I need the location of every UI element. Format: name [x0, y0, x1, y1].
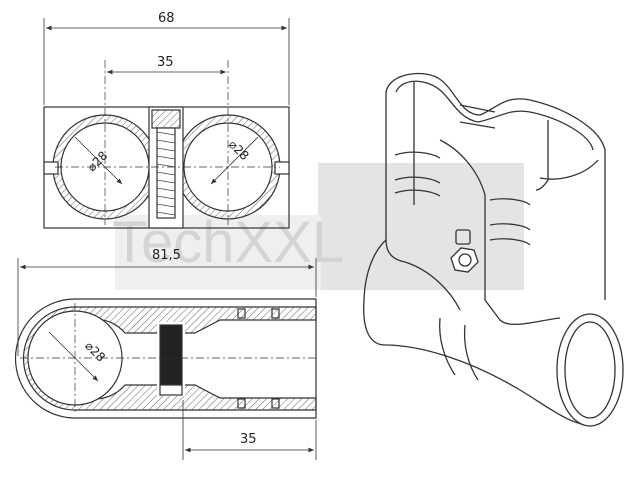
bolt-head — [151, 109, 181, 129]
dim-68-label: 68 — [158, 11, 175, 26]
side-slot-2 — [271, 308, 280, 319]
iso-lower-tube-outline — [363, 239, 591, 426]
iso-nut — [450, 247, 479, 273]
bolt-thread — [156, 131, 176, 216]
isometric-view — [363, 72, 624, 427]
iso-slots-top — [459, 104, 496, 129]
front-view-dimensions — [43, 18, 290, 105]
iso-slots-right — [489, 198, 531, 246]
iso-top-lip — [539, 159, 599, 180]
dim-35-top-label: 35 — [157, 55, 174, 70]
iso-tube-end-inner — [564, 321, 616, 419]
dim-815-label: 81,5 — [152, 248, 181, 263]
side-view-dimensions — [17, 258, 317, 460]
slot-right — [274, 161, 290, 175]
side-bolt-tip — [159, 384, 183, 396]
dim-35-bottom-label: 35 — [240, 432, 257, 447]
side-slot-3 — [237, 398, 246, 409]
side-bolt — [159, 324, 183, 386]
diameter-leader-left — [74, 136, 123, 185]
iso-tube-joint — [404, 261, 561, 326]
side-view — [14, 298, 317, 419]
iso-top-outer — [385, 72, 606, 300]
watermark-text: TechXXL — [112, 210, 344, 275]
side-diameter-leader — [48, 331, 99, 382]
iso-right-inner-edge — [535, 120, 549, 191]
iso-bolt-top — [455, 229, 471, 245]
side-slot-4 — [271, 398, 280, 409]
iso-slots-left — [394, 151, 441, 197]
iso-mid-front — [439, 139, 486, 300]
iso-top-inner — [395, 80, 594, 151]
diameter-leader-right — [210, 136, 259, 185]
iso-nut-hole — [458, 253, 472, 267]
iso-tube-slots — [439, 317, 479, 381]
slot-left — [43, 161, 59, 175]
front-view — [43, 60, 290, 229]
watermark-box — [318, 163, 524, 290]
side-slot-1 — [237, 308, 246, 319]
side-outline — [14, 298, 317, 419]
